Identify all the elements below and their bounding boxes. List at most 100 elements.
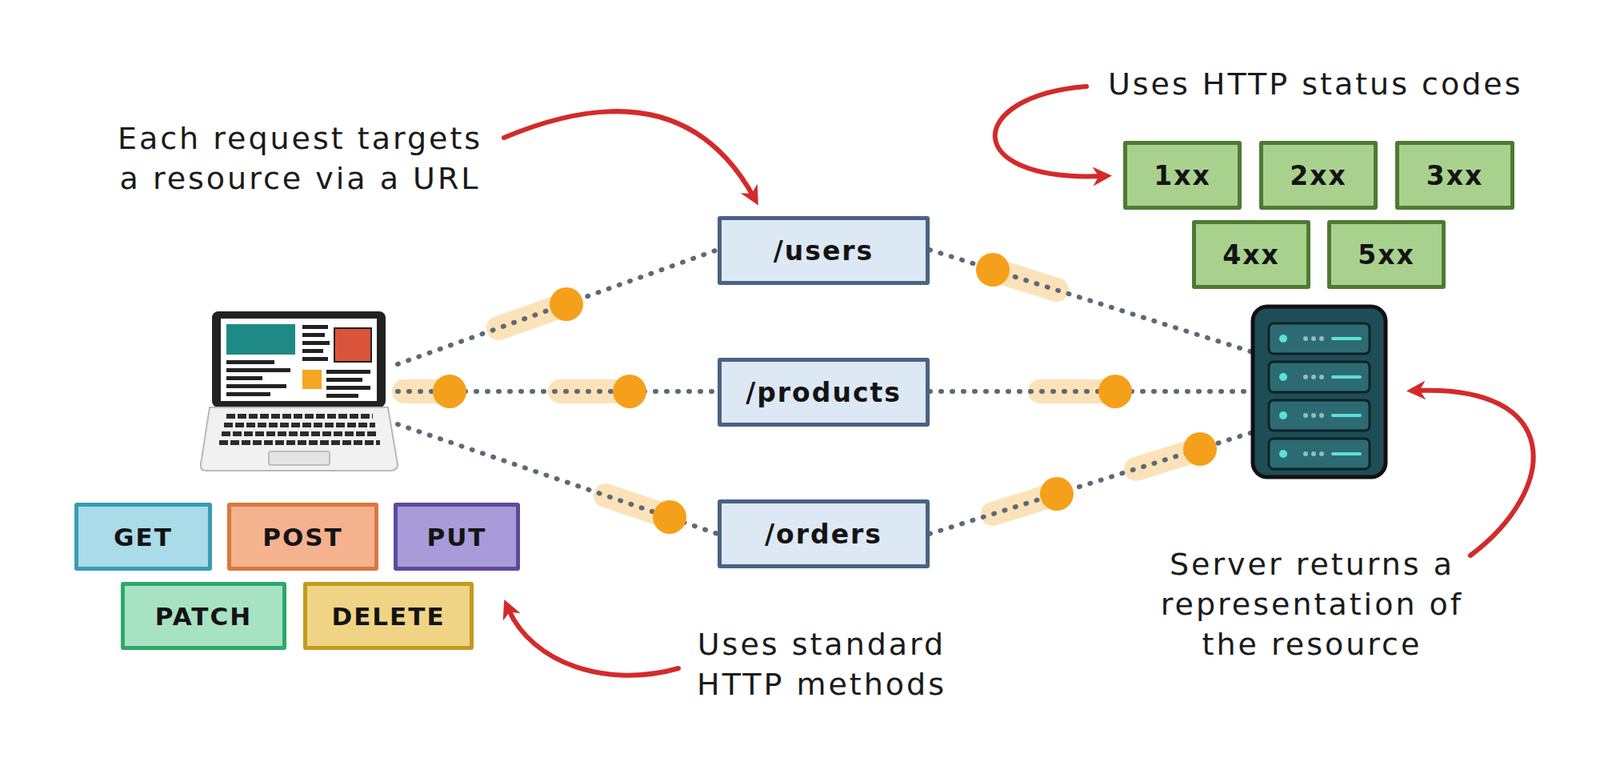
laptop-illustration-part xyxy=(334,328,372,362)
server-illustration-part-part xyxy=(1332,413,1360,417)
http-method-box: DELETE xyxy=(303,581,474,650)
server-illustration-part-part xyxy=(1279,372,1288,381)
laptop-illustration-part-part xyxy=(226,376,263,380)
request-packets-part xyxy=(612,374,647,408)
server-illustration-part-part xyxy=(1303,451,1308,456)
dotted-request-lines-part xyxy=(929,432,1253,534)
server-illustration-part-part xyxy=(1332,375,1360,379)
server-illustration-part-part xyxy=(1268,438,1370,469)
endpoint-box: /orders xyxy=(717,499,930,568)
request-packets xyxy=(432,252,1217,534)
laptop-illustration-part-part xyxy=(326,393,359,398)
server-illustration-part-part xyxy=(1268,323,1370,354)
callout-arrows-part xyxy=(504,111,754,197)
laptop-illustration-part-part xyxy=(302,348,324,353)
http-method-box: POST xyxy=(227,502,379,571)
http-method-box: GET xyxy=(74,502,212,571)
status-code-box: 1xx xyxy=(1123,140,1242,210)
request-packets-part xyxy=(1183,432,1217,466)
laptop-illustration-part-part xyxy=(326,385,371,390)
callout-note: Each request targets a resource via a UR… xyxy=(108,118,492,199)
server-illustration-part-part xyxy=(1319,451,1324,456)
server-illustration-part xyxy=(1279,334,1288,458)
request-packets-part xyxy=(976,252,1010,287)
server-illustration-part-part xyxy=(1303,412,1308,418)
laptop-illustration-part xyxy=(226,324,371,398)
dotted-request-lines-part xyxy=(397,249,718,364)
node-label: 4xx xyxy=(1222,239,1280,271)
node-label: /users xyxy=(773,235,875,267)
laptop-illustration-part-part xyxy=(226,368,291,372)
node-label: /orders xyxy=(764,518,883,550)
http-method-box: PUT xyxy=(393,502,520,571)
server-illustration xyxy=(1252,306,1386,477)
server-illustration-part-part xyxy=(1279,334,1288,343)
status-code-box: 2xx xyxy=(1259,140,1378,210)
callout-arrows-part xyxy=(995,86,1103,176)
callout-arrows-part xyxy=(508,608,679,676)
server-illustration-part-part xyxy=(1303,336,1308,341)
server-illustration-part-part xyxy=(1332,336,1360,340)
node-label: PATCH xyxy=(155,601,252,631)
server-illustration-part-part xyxy=(1319,412,1324,418)
server-illustration-part-part xyxy=(1311,451,1316,456)
server-illustration-part-part xyxy=(1311,412,1316,418)
callout-arrows-part xyxy=(1416,390,1534,556)
server-illustration-part-part xyxy=(1311,374,1316,380)
dotted-request-lines-part xyxy=(929,388,1253,394)
server-illustration-part-part xyxy=(1332,452,1360,456)
laptop-illustration-part xyxy=(219,416,380,443)
request-packets-part xyxy=(549,287,584,321)
server-illustration-part-part xyxy=(1311,336,1316,341)
server-illustration-part xyxy=(1268,323,1370,469)
server-illustration-part-part xyxy=(1319,336,1324,341)
laptop-illustration-part-part xyxy=(226,360,275,364)
endpoint-box: /users xyxy=(717,216,930,285)
request-packets-part xyxy=(1098,374,1132,408)
callout-note: Uses standard HTTP methods xyxy=(685,624,958,704)
callout-arrows xyxy=(504,86,1534,676)
server-illustration-part-part xyxy=(1303,374,1308,380)
laptop-illustration-part xyxy=(226,324,296,355)
node-label: 1xx xyxy=(1153,160,1212,192)
request-packets-part xyxy=(432,374,467,408)
laptop-illustration-part-part xyxy=(219,440,380,445)
node-label: /products xyxy=(745,376,902,408)
laptop-illustration-part xyxy=(268,451,330,465)
request-packets-part xyxy=(652,500,687,534)
laptop-illustration-part xyxy=(302,369,322,389)
status-code-box: 3xx xyxy=(1395,140,1515,210)
node-label: 2xx xyxy=(1289,160,1348,192)
laptop-illustration-part-part xyxy=(302,356,328,361)
laptop-illustration-part-part xyxy=(226,392,271,396)
callout-note: Uses HTTP status codes xyxy=(1108,64,1523,104)
laptop-illustration-part-part xyxy=(302,324,328,329)
laptop-illustration-part xyxy=(212,311,386,408)
laptop-illustration-part-part xyxy=(302,340,330,345)
server-illustration-part-part xyxy=(1268,400,1370,431)
laptop-illustration xyxy=(200,311,398,471)
server-illustration-part xyxy=(1303,336,1324,456)
laptop-illustration-part-part xyxy=(326,369,371,374)
server-illustration-part-part xyxy=(1279,411,1288,420)
laptop-illustration-part xyxy=(200,407,398,471)
server-illustration-part xyxy=(1332,338,1360,454)
endpoint-box: /products xyxy=(717,357,930,427)
http-method-box: PATCH xyxy=(120,581,287,650)
laptop-illustration-part-part xyxy=(221,431,378,436)
node-label: DELETE xyxy=(331,601,445,631)
node-label: POST xyxy=(262,522,344,552)
server-illustration-part-part xyxy=(1279,449,1288,458)
motion-trails xyxy=(404,269,1200,517)
laptop-illustration-part-part xyxy=(326,377,363,382)
laptop-illustration-part-part xyxy=(226,413,373,419)
server-illustration-part xyxy=(1252,306,1386,477)
laptop-illustration-part xyxy=(220,318,377,401)
laptop-illustration-part-part xyxy=(224,422,376,428)
callout-note: Server returns a representation of the r… xyxy=(1152,544,1472,664)
node-label: 3xx xyxy=(1426,160,1484,192)
laptop-illustration-part-part xyxy=(302,332,325,337)
node-label: GET xyxy=(113,522,173,552)
node-label: 5xx xyxy=(1357,239,1416,271)
